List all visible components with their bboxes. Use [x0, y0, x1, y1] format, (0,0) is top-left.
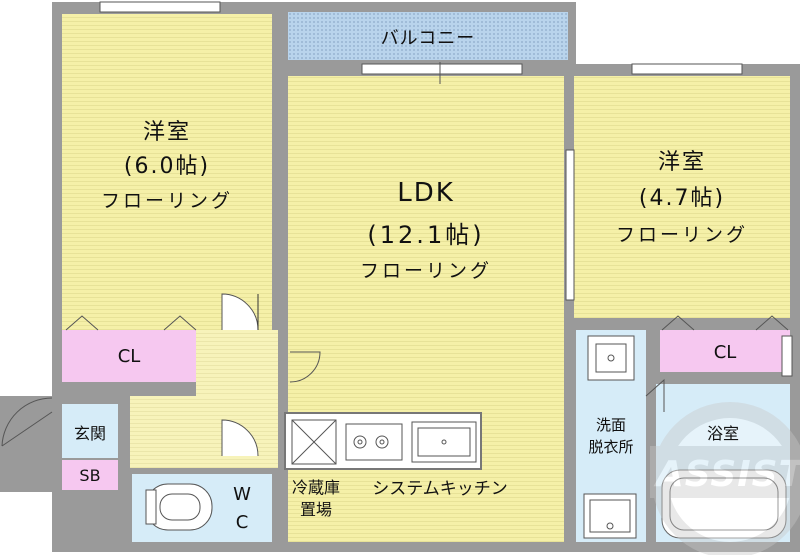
ldk-size: (12.1帖): [367, 221, 485, 249]
ldk-floor: フローリング: [359, 260, 492, 282]
closet-right-label: CL: [713, 342, 737, 363]
hall-corridor: [196, 330, 278, 406]
western-right-floor: フローリング: [615, 224, 748, 246]
ldk-name: LDK: [397, 178, 455, 208]
western-right-size: (4.7帖): [638, 186, 726, 211]
wc-label-c: C: [235, 512, 249, 533]
western-left-size: (6.0帖): [123, 154, 211, 179]
western-room-left: [62, 14, 272, 330]
shoe-box: [62, 460, 118, 490]
entrance: [62, 404, 118, 458]
wc-label-w: W: [233, 484, 251, 505]
entrance-label: 玄関: [73, 424, 106, 443]
western-right-name: 洋室: [657, 150, 706, 175]
washroom-label-2: 脱衣所: [588, 438, 634, 456]
western-left-name: 洋室: [142, 120, 191, 145]
balcony: [288, 12, 568, 60]
western-room-right: [574, 76, 790, 318]
kitchen-label: システムキッチン: [372, 479, 508, 499]
svg-text:ASSIST: ASSIST: [653, 454, 800, 495]
bath-label: 浴室: [706, 424, 739, 443]
fridge-label-2: 置場: [299, 500, 332, 519]
shoe-box-label: SB: [79, 466, 101, 485]
western-left-floor: フローリング: [100, 190, 233, 212]
assist-logo: ASSIST: [650, 402, 800, 555]
closet-left: [62, 330, 196, 382]
closet-right: [660, 330, 790, 372]
closet-left-label: CL: [117, 346, 141, 367]
balcony-label: バルコニー: [380, 28, 476, 49]
washroom-label-1: 洗面: [595, 416, 626, 434]
fridge-label-1: 冷蔵庫: [291, 478, 340, 497]
